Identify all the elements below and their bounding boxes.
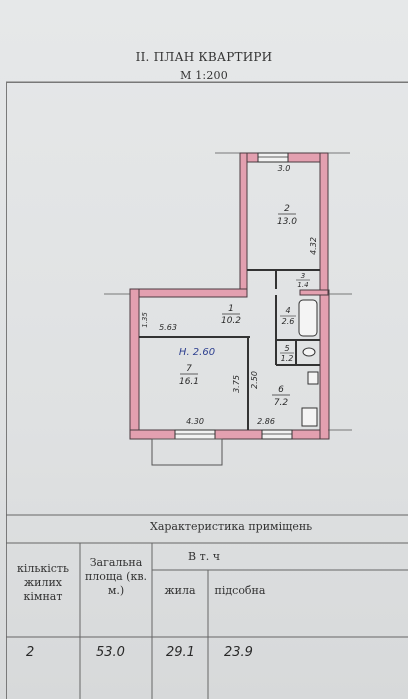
wall-right-room2 <box>319 152 329 294</box>
plan-scale: М 1:200 <box>180 69 228 82</box>
room-1-area: 10.2 <box>221 316 241 326</box>
window-room7 <box>174 429 216 440</box>
window-room2 <box>257 152 289 163</box>
wall-room3-bottom <box>299 289 329 296</box>
dim-kitchen-width: 2.86 <box>257 417 275 426</box>
room-1-num: 1 <box>228 304 234 314</box>
room-labels: 2 13.0 3 1.4 1 10.2 4 2.6 5 1.2 7 16.1 6… <box>179 204 310 408</box>
value-rooms: 2 <box>26 645 35 660</box>
fixtures <box>298 299 319 427</box>
room-4-area: 2.6 <box>282 317 295 326</box>
room-3-area: 1.4 <box>297 281 308 289</box>
col-incl-header: В т. ч <box>188 550 220 563</box>
col-total-header: Загальна площа (кв. м.) <box>84 556 148 597</box>
wall-left-room2 <box>239 152 248 294</box>
sink <box>307 371 319 385</box>
dim-kitchen-depth: 2.50 <box>250 371 259 389</box>
dim-living-depth: 3.75 <box>232 375 241 393</box>
stove <box>301 407 318 427</box>
wall-top-corridor <box>129 288 248 298</box>
window-room6 <box>261 429 293 440</box>
window-lines <box>175 156 292 435</box>
dim-living-width: 4.30 <box>186 417 204 426</box>
room-6-num: 6 <box>278 385 284 395</box>
room-5-area: 1.2 <box>281 354 294 363</box>
wall-bottom <box>129 429 329 440</box>
room-7-area: 16.1 <box>179 377 199 387</box>
partitions <box>139 269 320 430</box>
wall-left-outer <box>129 288 140 440</box>
room-3-num: 3 <box>301 272 305 280</box>
col-rooms-header: кількість жилих кімнат <box>17 562 69 603</box>
col-living-header: жила <box>164 584 196 597</box>
room-4-num: 4 <box>285 306 290 315</box>
dim-corridor-length: 5.63 <box>159 323 177 332</box>
value-living: 29.1 <box>166 645 195 660</box>
plan-title: II. ПЛАН КВАРТИРИ <box>135 50 273 64</box>
dim-right-height: 4.32 <box>309 237 318 255</box>
table-title: Характеристика приміщень <box>150 520 313 533</box>
toilet <box>302 347 316 357</box>
col-aux-header: підсобна <box>214 584 266 597</box>
dim-corridor-height: 1.35 <box>141 312 149 328</box>
room-2-area: 13.0 <box>277 217 297 227</box>
ceiling-height: Н. 2.60 <box>179 347 215 358</box>
room-5-num: 5 <box>284 344 289 353</box>
walls <box>129 152 330 440</box>
room-7-num: 7 <box>186 364 192 374</box>
dimension-labels: 3.0 4.32 5.63 1.35 Н. 2.60 3.75 2.50 4.3… <box>141 164 318 426</box>
room-2-num: 2 <box>284 204 290 214</box>
wall-right-lower <box>319 289 330 440</box>
balcony <box>151 438 223 466</box>
dim-top-width: 3.0 <box>278 164 291 173</box>
bathtub <box>298 299 318 337</box>
room-6-area: 7.2 <box>274 398 289 408</box>
value-total: 53.0 <box>96 645 125 660</box>
dimension-ticks <box>104 152 352 431</box>
value-aux: 23.9 <box>224 645 253 660</box>
table-grid <box>6 514 408 699</box>
